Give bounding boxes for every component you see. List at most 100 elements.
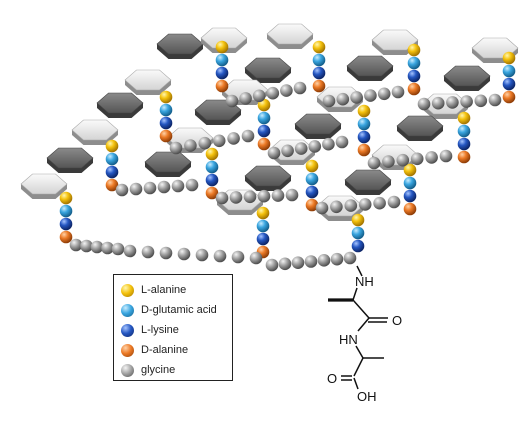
glycine-bead xyxy=(229,191,243,204)
peptide-chains xyxy=(59,40,516,272)
glycan-hexagon-dark xyxy=(346,55,394,81)
glycine-bead xyxy=(293,81,307,95)
glycine-bead xyxy=(271,189,285,202)
glycan-hexagon-light xyxy=(124,69,172,95)
glycan-hexagon-light xyxy=(266,23,314,49)
glycine-bead xyxy=(198,136,212,150)
glycine-bead xyxy=(195,248,209,262)
glycan-hexagon-dark xyxy=(344,169,392,195)
l-lysine-bead xyxy=(457,137,471,151)
glycine-bead xyxy=(344,199,358,212)
glycine-bead xyxy=(377,87,391,101)
glycine-bead xyxy=(80,239,93,253)
glycine-bead xyxy=(350,91,363,104)
d-glutamic-acid-bead xyxy=(502,64,516,78)
glycan-hexagon-light xyxy=(200,27,248,53)
amide-oxygen-label: O xyxy=(392,313,402,328)
l-lysine-bead xyxy=(159,116,173,130)
glycine-bead xyxy=(141,245,155,259)
l-lysine-bead xyxy=(305,185,319,199)
glycine-bead xyxy=(257,189,271,203)
d-glutamic-acid-bead xyxy=(457,124,471,138)
legend: L-alanine D-glutamic acid L-lysine D-ala… xyxy=(113,274,233,381)
glycine-bead xyxy=(249,251,263,265)
glycine-bead xyxy=(488,93,502,107)
glycine-bead xyxy=(315,201,329,215)
d-glutamic-acid-bead xyxy=(205,160,219,174)
l-lysine-bead xyxy=(502,77,516,91)
d-glutamic-acid-bead xyxy=(312,53,326,67)
glycan-hexagon-light xyxy=(20,173,68,199)
glycine-bead xyxy=(417,97,431,111)
glycine-bead xyxy=(212,134,226,148)
acid-oxygen-label: O xyxy=(327,371,337,386)
glycine-bead xyxy=(343,251,357,265)
glycine-bead-icon xyxy=(121,363,134,377)
d-alanine-bead-icon xyxy=(121,343,134,357)
glycan-hexagon-dark xyxy=(244,165,292,191)
glycine-bead xyxy=(285,188,299,202)
l-lysine-bead xyxy=(312,66,326,80)
glycine-bead xyxy=(157,180,171,194)
glycan-hexagon-dark xyxy=(294,113,342,139)
d-alanine-bead xyxy=(59,230,73,244)
glycan-hexagon-dark xyxy=(96,92,144,118)
glycine-bead xyxy=(265,258,279,272)
l-lysine-bead xyxy=(59,217,73,231)
d-alanine-bead xyxy=(457,150,471,164)
d-alanine-bead xyxy=(105,178,119,192)
d-glutamic-acid-bead xyxy=(257,111,271,125)
glycine-bead xyxy=(115,183,129,197)
glycine-bead xyxy=(243,190,257,204)
d-glutamic-acid-bead xyxy=(351,226,365,240)
d-glutamic-acid-bead xyxy=(59,204,73,218)
d-glutamic-acid-bead xyxy=(403,176,417,190)
peptide-structure: NH O HN O OH xyxy=(327,265,402,404)
glycine-bead xyxy=(171,179,185,193)
d-glutamic-acid-bead xyxy=(105,152,119,166)
glycine-bead xyxy=(304,255,318,268)
glycine-bead xyxy=(294,142,308,155)
glycine-bead xyxy=(278,257,292,271)
legend-item-glycine: glycine xyxy=(114,361,175,379)
legend-label: D-alanine xyxy=(141,344,189,356)
glycan-hexagon-dark xyxy=(156,33,204,59)
glycine-bead xyxy=(425,151,438,164)
l-alanine-bead xyxy=(312,40,326,54)
glycine-bead xyxy=(90,240,104,254)
glycine-bead xyxy=(239,92,252,105)
d-alanine-bead xyxy=(312,79,326,93)
glycan-hexagon-dark xyxy=(443,65,491,91)
glycine-bead xyxy=(446,96,459,109)
glycine-bead xyxy=(336,92,350,106)
glycine-bead xyxy=(373,196,386,210)
glycine-bead xyxy=(474,94,488,108)
l-lysine-bead xyxy=(407,69,421,83)
glycine-bead xyxy=(317,254,331,267)
legend-label: L-lysine xyxy=(141,324,179,336)
d-glutamic-acid-bead xyxy=(305,172,319,186)
glycine-bead xyxy=(387,195,401,209)
glycine-bead xyxy=(231,250,245,264)
legend-item-d-alanine: D-alanine xyxy=(114,341,188,359)
glycine-bead xyxy=(439,149,453,163)
glycine-bead xyxy=(252,89,266,103)
glycine-bead xyxy=(382,155,395,168)
l-lysine-bead-icon xyxy=(121,323,134,337)
glycan-hexagon-light xyxy=(71,119,119,145)
glycine-bead xyxy=(308,140,322,153)
d-glutamic-acid-bead xyxy=(159,103,173,117)
l-lysine-bead xyxy=(105,165,119,179)
l-lysine-bead xyxy=(257,124,271,138)
glycine-bead xyxy=(460,95,473,108)
glycine-bead xyxy=(291,256,305,269)
glycine-bead xyxy=(215,191,229,205)
glycine-bead xyxy=(184,139,197,152)
glycine-bead xyxy=(367,156,381,170)
glycine-bead xyxy=(280,84,293,97)
glycine-bead xyxy=(322,94,336,108)
d-glutamic-acid-bead xyxy=(256,219,270,233)
glycine-bead xyxy=(143,181,157,195)
d-glutamic-acid-bead-icon xyxy=(121,303,134,317)
